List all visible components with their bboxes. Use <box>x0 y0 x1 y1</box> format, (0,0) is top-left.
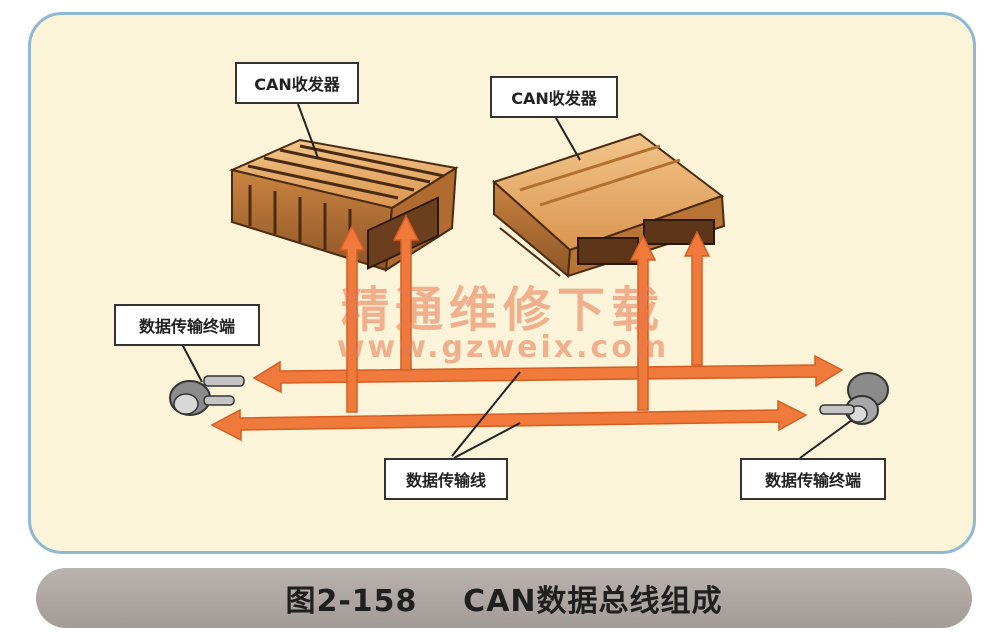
leader-transceiver-left <box>297 103 319 159</box>
leader-terminal-right <box>799 419 853 459</box>
leader-line-upper <box>451 371 521 457</box>
terminal-resistor-right <box>819 372 889 425</box>
watermark-text: 精通维修下载 <box>340 282 665 338</box>
label-terminal-right: 数据传输终端 <box>740 458 886 500</box>
connection-arrow-4 <box>683 230 711 366</box>
label-data-line: 数据传输线 <box>384 458 508 500</box>
label-can-transceiver-right: CAN收发器 <box>490 76 618 118</box>
leader-terminal-left <box>181 343 203 383</box>
label-terminal-left: 数据传输终端 <box>114 304 260 346</box>
data-bus-lines <box>210 354 844 442</box>
caption-bar: 图2-158 CAN数据总线组成 <box>36 568 972 628</box>
watermark-url: www.gzweix.com <box>336 330 670 365</box>
can-module-right <box>492 132 726 279</box>
figure-caption: 图2-158 CAN数据总线组成 <box>285 584 723 619</box>
terminal-resistor-left <box>169 375 245 416</box>
module-connections <box>338 214 711 413</box>
leader-transceiver-right <box>555 117 581 161</box>
bus-line-upper <box>252 354 844 394</box>
connection-arrow-3 <box>629 234 657 411</box>
bus-line-lower <box>210 399 808 442</box>
label-can-transceiver-left: CAN收发器 <box>235 62 359 104</box>
can-module-left <box>228 138 459 272</box>
leader-line-lower <box>453 422 521 459</box>
connection-arrow-2 <box>392 214 420 371</box>
connection-arrow-1 <box>338 224 366 413</box>
leader-lines <box>181 103 853 459</box>
